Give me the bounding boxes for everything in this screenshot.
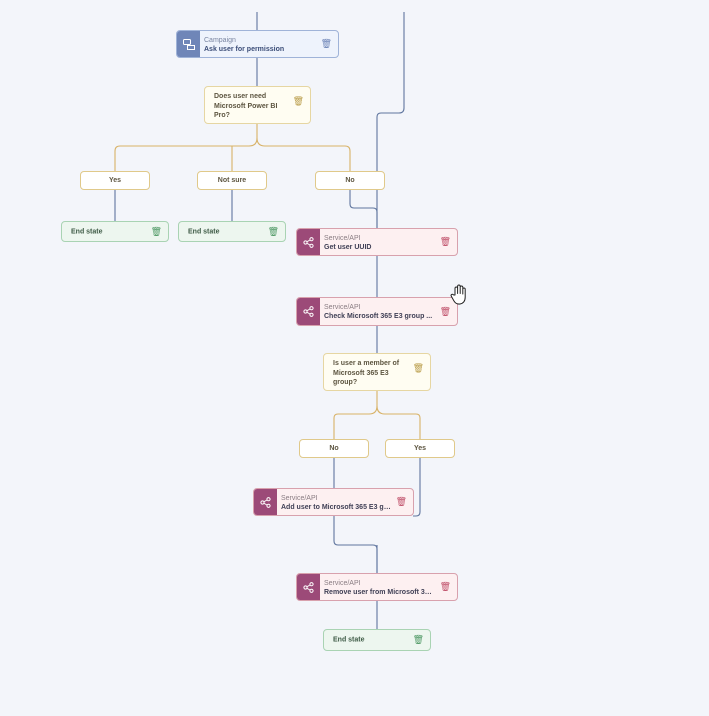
end-state-node[interactable]: End state 🗑 [61,221,169,242]
node-title: Remove user from Microsoft 365... [324,589,435,596]
share-nodes-icon [254,489,277,515]
end-state-label: End state [71,228,103,235]
branch-label: Yes [108,177,122,184]
branch-not-sure[interactable]: Not sure [197,171,267,190]
trash-icon[interactable]: 🗑 [395,496,407,507]
trash-icon[interactable]: 🗑 [267,226,279,236]
node-title: Ask user for permission [204,46,285,53]
campaign-node[interactable]: Campaign Ask user for permission 🗑 [176,30,339,58]
share-nodes-icon [297,574,320,600]
decision-node-e3-member[interactable]: Is user a member of Microsoft 365 E3 gro… [323,353,431,391]
decision-question: Does user need Microsoft Power BI Pro? [214,93,278,119]
service-node-get-uuid[interactable]: Service/API Get user UUID 🗑 [296,228,458,256]
service-node-check-group[interactable]: Service/API Check Microsoft 365 E3 group… [296,297,458,326]
branch-no[interactable]: No [299,439,369,458]
branch-yes[interactable]: Yes [80,171,150,190]
share-nodes-icon [297,298,320,325]
trash-icon[interactable]: 🗑 [320,38,332,49]
branch-label: No [345,177,355,184]
trash-icon[interactable]: 🗑 [439,581,451,592]
node-title: Add user to Microsoft 365 E3 gr... [281,504,391,511]
branch-label: Not sure [217,177,247,184]
trash-icon[interactable]: 🗑 [150,226,162,236]
end-state-label: End state [188,228,220,235]
service-node-add-user[interactable]: Service/API Add user to Microsoft 365 E3… [253,488,414,516]
trash-icon[interactable]: 🗑 [292,96,304,106]
trash-icon[interactable]: 🗑 [439,306,451,316]
node-title: Check Microsoft 365 E3 group ... [324,313,433,320]
trash-icon[interactable]: 🗑 [412,363,424,373]
service-node-remove-user[interactable]: Service/API Remove user from Microsoft 3… [296,573,458,601]
end-state-label: End state [333,636,365,644]
node-kind: Service/API [324,235,361,242]
trash-icon[interactable]: 🗑 [412,634,424,645]
decision-question: Is user a member of Microsoft 365 E3 gro… [333,360,400,386]
node-kind: Service/API [324,304,361,311]
share-nodes-icon [297,229,320,255]
branch-label: Yes [413,445,427,452]
node-kind: Service/API [281,495,318,502]
node-title: Get user UUID [324,244,372,251]
end-state-node[interactable]: End state 🗑 [323,629,431,651]
chat-bubbles-icon [177,31,200,57]
node-kind: Campaign [204,37,236,44]
end-state-node[interactable]: End state 🗑 [178,221,286,242]
branch-yes[interactable]: Yes [385,439,455,458]
branch-no[interactable]: No [315,171,385,190]
node-kind: Service/API [324,580,361,587]
branch-label: No [329,445,339,452]
decision-node-power-bi[interactable]: Does user need Microsoft Power BI Pro? 🗑 [204,86,311,124]
hand-cursor-icon [450,284,466,305]
trash-icon[interactable]: 🗑 [439,236,451,247]
